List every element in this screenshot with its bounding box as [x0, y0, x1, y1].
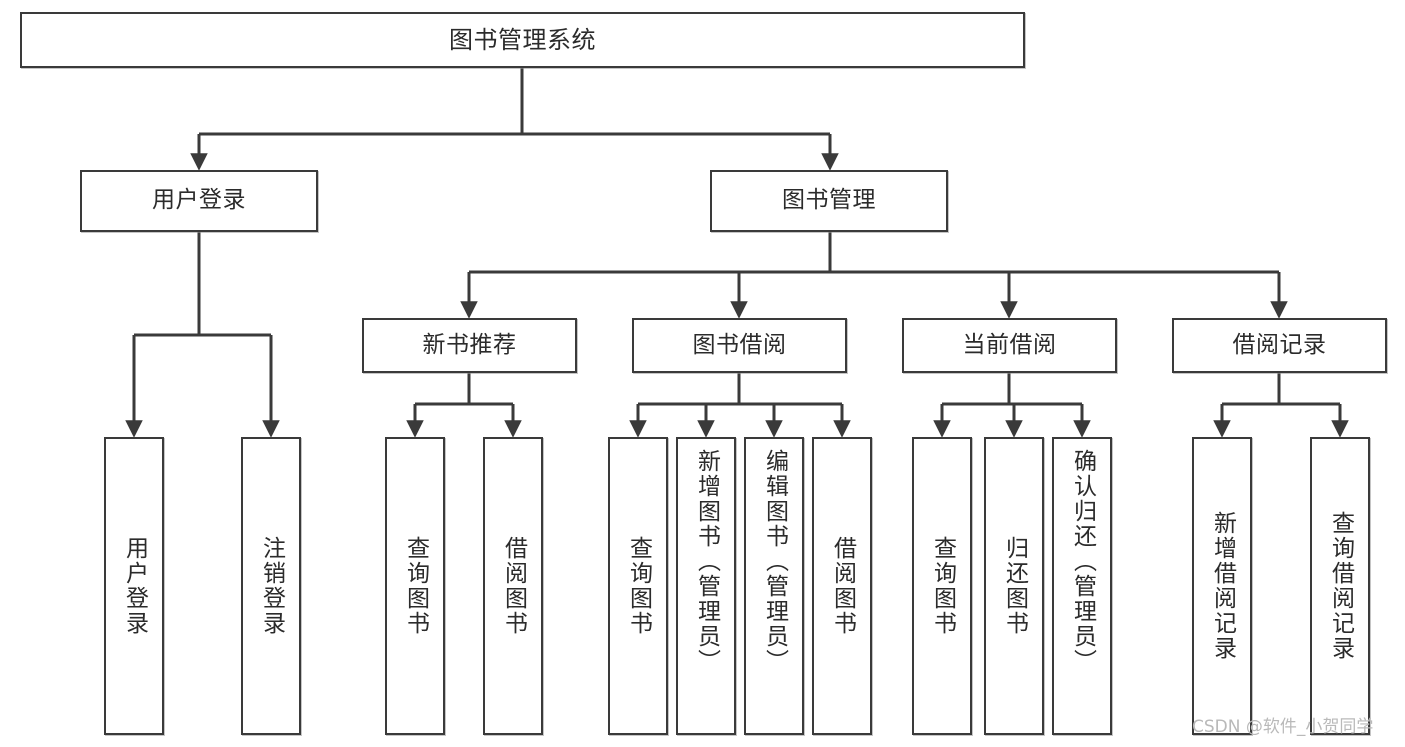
node-user-login[interactable]: 用户登录	[80, 170, 318, 232]
node-cb-query-book[interactable]: 查询图书	[912, 437, 972, 735]
node-bb-edit-book[interactable]: 编辑图书（管理员）	[744, 437, 804, 735]
node-leaf-user-login[interactable]: 用户登录	[104, 437, 164, 735]
node-leaf-user-login-label: 用户登录	[121, 536, 148, 636]
node-cb-confirm-return[interactable]: 确认归还（管理员）	[1052, 437, 1112, 735]
node-leaf-user-logout-label: 注销登录	[258, 536, 285, 636]
node-book-borrow[interactable]: 图书借阅	[632, 318, 847, 373]
node-br-add-record[interactable]: 新增借阅记录	[1192, 437, 1252, 735]
node-nbr-query-book-label: 查询图书	[402, 536, 429, 636]
node-bb-add-book[interactable]: 新增图书（管理员）	[676, 437, 736, 735]
node-cb-query-book-label: 查询图书	[929, 536, 956, 636]
node-bb-edit-book-label: 编辑图书（管理员）	[761, 449, 788, 674]
node-cb-return-book[interactable]: 归还图书	[984, 437, 1044, 735]
node-bb-borrow-book-label: 借阅图书	[829, 536, 856, 636]
node-nbr-borrow-book[interactable]: 借阅图书	[483, 437, 543, 735]
node-cb-return-book-label: 归还图书	[1001, 536, 1028, 636]
node-nbr-query-book[interactable]: 查询图书	[385, 437, 445, 735]
node-br-add-record-label: 新增借阅记录	[1209, 511, 1236, 661]
node-bb-query-book-label: 查询图书	[625, 536, 652, 636]
node-cb-confirm-return-label: 确认归还（管理员）	[1069, 449, 1096, 674]
node-borrow-record[interactable]: 借阅记录	[1172, 318, 1387, 373]
node-br-query-record-label: 查询借阅记录	[1327, 511, 1354, 661]
node-current-borrow[interactable]: 当前借阅	[902, 318, 1117, 373]
csdn-watermark: CSDN @软件_小贺同学	[1192, 717, 1374, 737]
node-nbr-borrow-book-label: 借阅图书	[500, 536, 527, 636]
node-bb-borrow-book[interactable]: 借阅图书	[812, 437, 872, 735]
node-root-label: 图书管理系统	[449, 25, 596, 54]
node-user-login-label: 用户登录	[152, 187, 246, 214]
node-borrow-record-label: 借阅记录	[1232, 331, 1327, 358]
node-current-borrow-label: 当前借阅	[962, 331, 1057, 358]
node-root[interactable]: 图书管理系统	[20, 12, 1025, 68]
node-book-manage-label: 图书管理	[782, 187, 876, 214]
node-new-book-rec[interactable]: 新书推荐	[362, 318, 577, 373]
node-book-borrow-label: 图书借阅	[692, 331, 787, 358]
node-new-book-rec-label: 新书推荐	[422, 331, 517, 358]
node-book-manage[interactable]: 图书管理	[710, 170, 948, 232]
node-bb-add-book-label: 新增图书（管理员）	[693, 449, 720, 674]
node-br-query-record[interactable]: 查询借阅记录	[1310, 437, 1370, 735]
node-leaf-user-logout[interactable]: 注销登录	[241, 437, 301, 735]
node-bb-query-book[interactable]: 查询图书	[608, 437, 668, 735]
